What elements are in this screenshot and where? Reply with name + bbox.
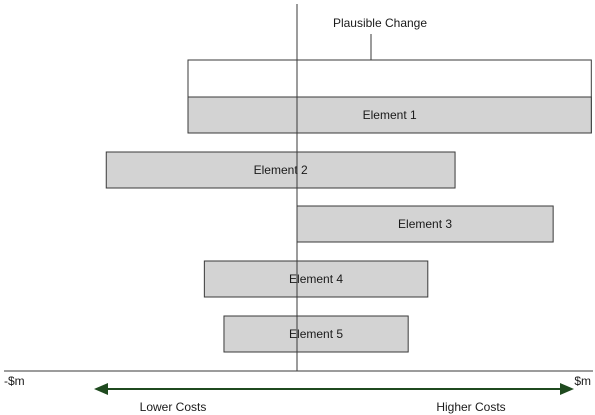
element-bar-label: Element 4 (289, 272, 343, 286)
right-arrowhead-icon (560, 383, 574, 395)
element-bar (203, 260, 429, 298)
lower-costs-label: Lower Costs (140, 400, 207, 414)
element-bars: Element 1 Element 2 Element 3 Element 4 Elem… (105, 96, 592, 353)
higher-costs-label: Higher Costs (436, 400, 505, 414)
element-bar-label: Element 5 (289, 327, 343, 341)
negative-dollars-label: -$m (4, 374, 25, 388)
element-bar-label: Element 3 (398, 217, 452, 231)
element-bar (223, 315, 409, 353)
element-bar (105, 151, 456, 189)
element-bar (187, 96, 592, 134)
positive-dollars-label: $m (574, 374, 591, 388)
element-bar-label: Element 1 (363, 108, 417, 122)
element-bar (296, 205, 554, 243)
left-arrowhead-icon (94, 383, 108, 395)
plausible-change-title: Plausible Change (333, 16, 427, 30)
element-bar-label: Element 2 (254, 163, 308, 177)
